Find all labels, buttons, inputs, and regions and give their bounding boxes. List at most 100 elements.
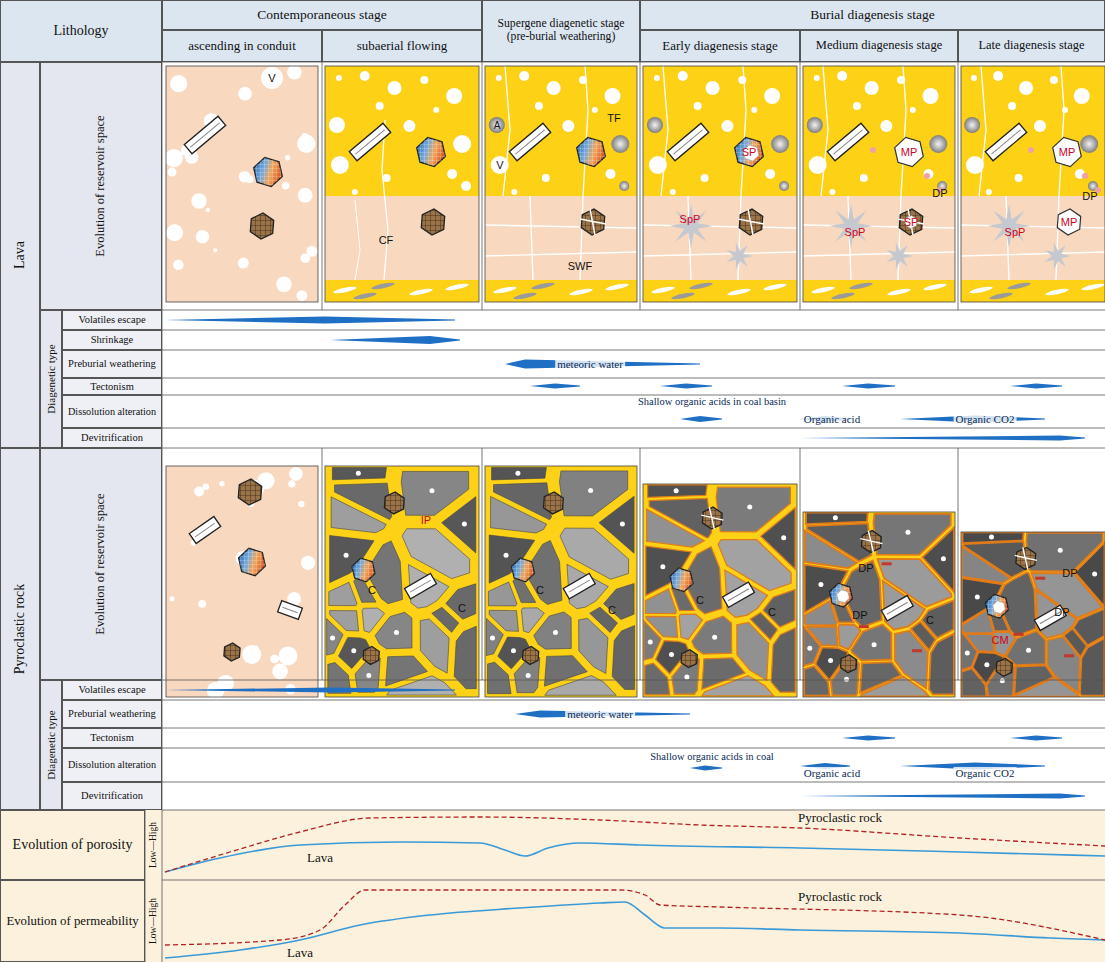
panel-frame — [643, 484, 797, 697]
flow-streak — [763, 282, 787, 291]
lava-panel — [643, 66, 797, 302]
weathering-fracture — [643, 196, 797, 280]
tectonic-fracture — [661, 66, 746, 196]
gas-vesicle — [285, 155, 290, 160]
vertical-heading: Lava — [12, 241, 27, 269]
gas-vesicle — [246, 175, 254, 183]
cell-text: Volatiles escape — [75, 684, 148, 696]
section-label: Diagenetic type — [40, 680, 62, 810]
gas-vesicle — [352, 189, 358, 195]
gas-vesicle — [166, 149, 183, 167]
volcanic-fragment — [604, 584, 634, 620]
volcanic-fragment — [911, 622, 936, 650]
tuff-matrix — [325, 466, 479, 697]
gas-vesicle — [764, 88, 780, 104]
pore-code: CM — [991, 634, 1008, 646]
row-rule — [162, 810, 1105, 811]
crystal-cleavage — [986, 595, 1009, 619]
dissolution-pore — [1064, 654, 1074, 657]
weathering-fracture — [803, 196, 955, 280]
lath-twin — [673, 130, 702, 154]
gas-vesicle — [535, 102, 543, 110]
dissolution-pore — [882, 562, 892, 565]
cell-text: Preburial weathering — [65, 708, 159, 720]
flow-streak — [811, 285, 835, 294]
vertical-heading: Diagenetic type — [45, 710, 57, 779]
process-bar — [690, 766, 722, 771]
hornblende-crystal — [544, 492, 564, 514]
plagioclase-lath — [509, 123, 550, 160]
gas-vesicle — [301, 556, 315, 570]
gas-vesicle — [194, 486, 204, 496]
cell-text: Early diagenesis stage — [659, 39, 781, 53]
crystal-cleavage — [577, 137, 606, 166]
hornblende-crystal — [224, 643, 240, 661]
tuff-matrix — [803, 512, 955, 697]
gas-vesicle — [219, 481, 224, 486]
crystal-cleavage — [830, 584, 853, 608]
gas-vesicle — [196, 230, 209, 243]
volcanic-fragment — [386, 656, 428, 686]
gas-vesicle — [447, 169, 457, 179]
crystal-fracture — [1015, 547, 1037, 569]
section-label: Diagenetic type — [40, 310, 62, 448]
fragment-vesicle — [648, 640, 653, 645]
fragment-vesicle — [588, 488, 593, 493]
pyroclastic-panel — [166, 466, 318, 697]
gas-vesicle — [191, 193, 206, 208]
flow-streak — [923, 282, 947, 291]
flow-band — [643, 280, 797, 302]
row-rule — [162, 395, 1105, 396]
process-label: Shallow organic acids in coal — [648, 751, 775, 763]
lath-body — [722, 582, 754, 607]
gas-vesicle — [360, 71, 370, 81]
flow-streak — [569, 287, 593, 296]
fragment-vesicle — [807, 646, 812, 651]
flow-streak — [671, 291, 695, 300]
volcanic-fragment — [534, 612, 572, 649]
volcanic-fragment — [1026, 533, 1102, 571]
column-rule — [958, 448, 959, 680]
dissolution-pore — [859, 625, 869, 628]
fragment-vesicle — [620, 522, 625, 527]
process-bar — [900, 416, 1045, 423]
row-rule — [162, 378, 1105, 379]
process-label: meteoric water — [565, 708, 635, 720]
gas-vesicle — [298, 501, 304, 507]
volcanic-fragment — [750, 613, 777, 640]
gas-vesicle — [924, 169, 934, 179]
substage-header: subaerial flowing — [322, 30, 482, 62]
volcanic-fragment — [962, 546, 1010, 582]
process-bar — [900, 763, 1045, 770]
pore-code: DP — [1082, 190, 1097, 202]
row-label: Dissolution alteration — [62, 395, 162, 428]
dissolution-pore — [937, 187, 943, 193]
flow-streak — [1007, 281, 1031, 290]
row-label: Volatiles escape — [62, 680, 162, 700]
fragment-vesicle — [844, 677, 849, 682]
crystal-fracture — [701, 507, 723, 529]
lath-body — [184, 116, 225, 153]
fragment-vesicle — [344, 553, 349, 558]
fragment-vesicle — [828, 658, 833, 663]
pore-code: C — [696, 594, 704, 606]
plagioclase-lath — [881, 596, 913, 621]
lath-body — [1034, 605, 1066, 630]
panel-frame — [803, 66, 955, 302]
plagioclase-lath — [349, 123, 390, 160]
section-label: Evolution of reservoir space — [40, 62, 162, 310]
gas-vesicle — [860, 174, 868, 182]
gas-vesicle — [865, 81, 879, 95]
volcanic-fragment — [492, 467, 547, 479]
moldic-pore — [895, 137, 924, 166]
flow-band — [485, 280, 637, 302]
pyroxene-crystal — [735, 137, 764, 166]
lava-panel — [961, 66, 1105, 302]
lath-twin — [569, 580, 590, 592]
fragment-vesicle — [781, 535, 786, 540]
gas-vesicle — [606, 169, 616, 179]
row-rule — [162, 310, 1105, 311]
panel-frame — [485, 466, 637, 697]
